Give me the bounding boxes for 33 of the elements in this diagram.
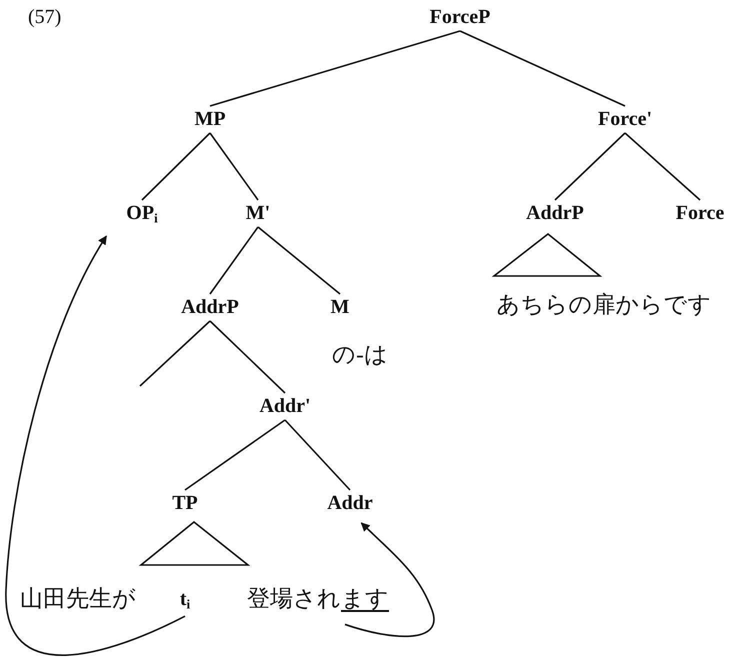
example-number: (57) — [28, 6, 62, 29]
tree-branch — [139, 320, 211, 387]
tree-node-label: M — [330, 296, 350, 319]
tree-node-label: Addr — [327, 492, 373, 515]
tree-branch — [210, 30, 460, 107]
phrase-text: あちらの扉からです — [496, 292, 712, 318]
tree-node-label: Addr' — [259, 395, 311, 418]
morpheme-text: の-は — [332, 342, 388, 368]
tree-node-label: t$_{i}$ — [180, 588, 190, 612]
tree-node-label: TP — [172, 492, 198, 515]
tree-node-label: MP — [194, 108, 226, 131]
movement-arrow — [5, 235, 186, 656]
tree-branch — [284, 419, 351, 491]
tree-branch — [184, 419, 286, 491]
tree-branch — [209, 226, 259, 294]
tree-node-label: OP$_{i}$ — [126, 202, 158, 226]
tree-node-label: M' — [246, 202, 270, 225]
tree-node-label: ForceP — [430, 6, 490, 29]
tree-branch — [460, 30, 626, 107]
tree-node-label: Force — [676, 202, 724, 225]
tree-node-label: Force' — [598, 108, 652, 131]
phrase-text: 山田先生が — [20, 586, 136, 612]
tree-branch — [554, 132, 626, 201]
tree-node-label: AddrP — [181, 296, 239, 319]
tree-branch — [624, 132, 701, 201]
movement-arrow — [344, 522, 435, 638]
tree-branch — [141, 132, 211, 201]
tree-node-label: AddrP — [526, 202, 584, 225]
tree-branch — [209, 132, 259, 200]
morpheme-text: ます — [341, 586, 389, 612]
phrase-text: 登場され — [247, 586, 341, 612]
tree-branch — [209, 320, 286, 394]
tree-branch — [258, 226, 340, 295]
